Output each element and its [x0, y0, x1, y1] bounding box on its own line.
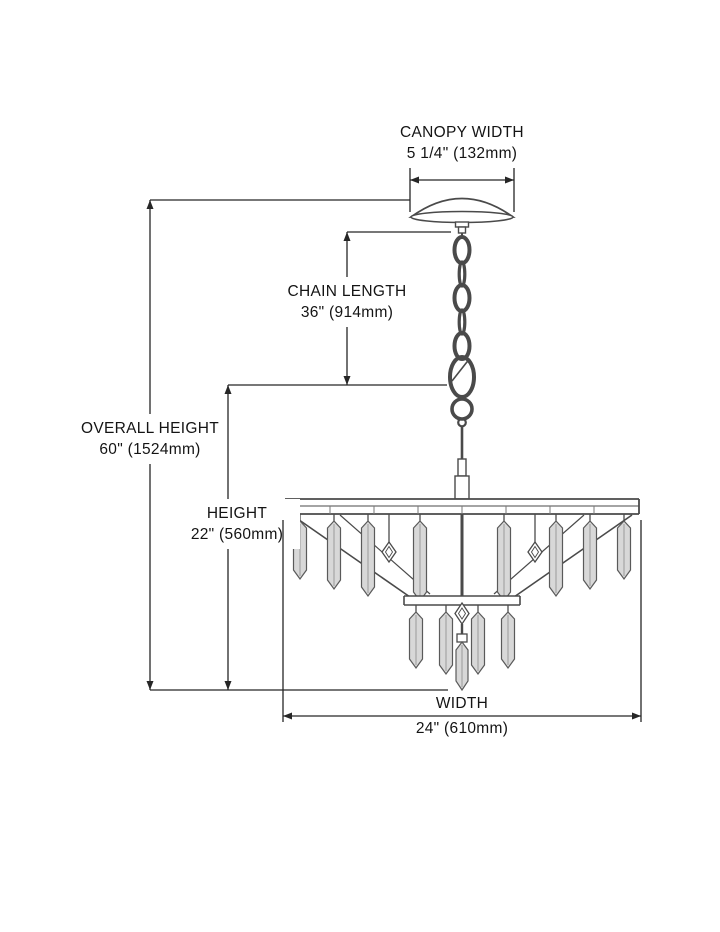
diamond-ornament-left: [381, 540, 397, 564]
diamond-ornament-right: [527, 540, 543, 564]
canopy-width-dimension: CANOPY WIDTH 5 1/4" (132mm): [400, 124, 524, 212]
crystal-pins-tier2: [415, 605, 509, 612]
fixture-frame: [291, 514, 633, 603]
canopy-width-label: CANOPY WIDTH: [400, 124, 524, 141]
chain-length-dimension: CHAIN LENGTH 36" (914mm): [270, 231, 451, 385]
overall-height-dimension: OVERALL HEIGHT 60" (1524mm): [72, 199, 448, 691]
width-dimension: WIDTH 24" (610mm): [282, 520, 642, 737]
crystal-prisms-tier1: [292, 520, 632, 603]
overall-height-label: OVERALL HEIGHT: [81, 420, 219, 437]
width-label: WIDTH: [436, 695, 488, 712]
fixture-height-label: HEIGHT: [207, 505, 268, 522]
stem: [454, 426, 470, 500]
fixture-height-value: 22" (560mm): [191, 526, 283, 543]
chain-length-label: CHAIN LENGTH: [287, 283, 406, 300]
chain: [452, 233, 472, 361]
crystal-prisms-tier2: [408, 611, 516, 676]
canopy-width-value: 5 1/4" (132mm): [407, 145, 518, 162]
hook: [448, 355, 476, 399]
hang-ring: [450, 397, 474, 428]
width-value: 24" (610mm): [416, 720, 508, 737]
fixture-height-dimension: HEIGHT 22" (560mm): [176, 384, 447, 690]
overall-height-value: 60" (1524mm): [99, 441, 200, 458]
canopy: [408, 197, 516, 234]
chain-length-value: 36" (914mm): [301, 304, 393, 321]
fixture-top-band: [284, 498, 640, 515]
center-finial: [454, 601, 470, 692]
